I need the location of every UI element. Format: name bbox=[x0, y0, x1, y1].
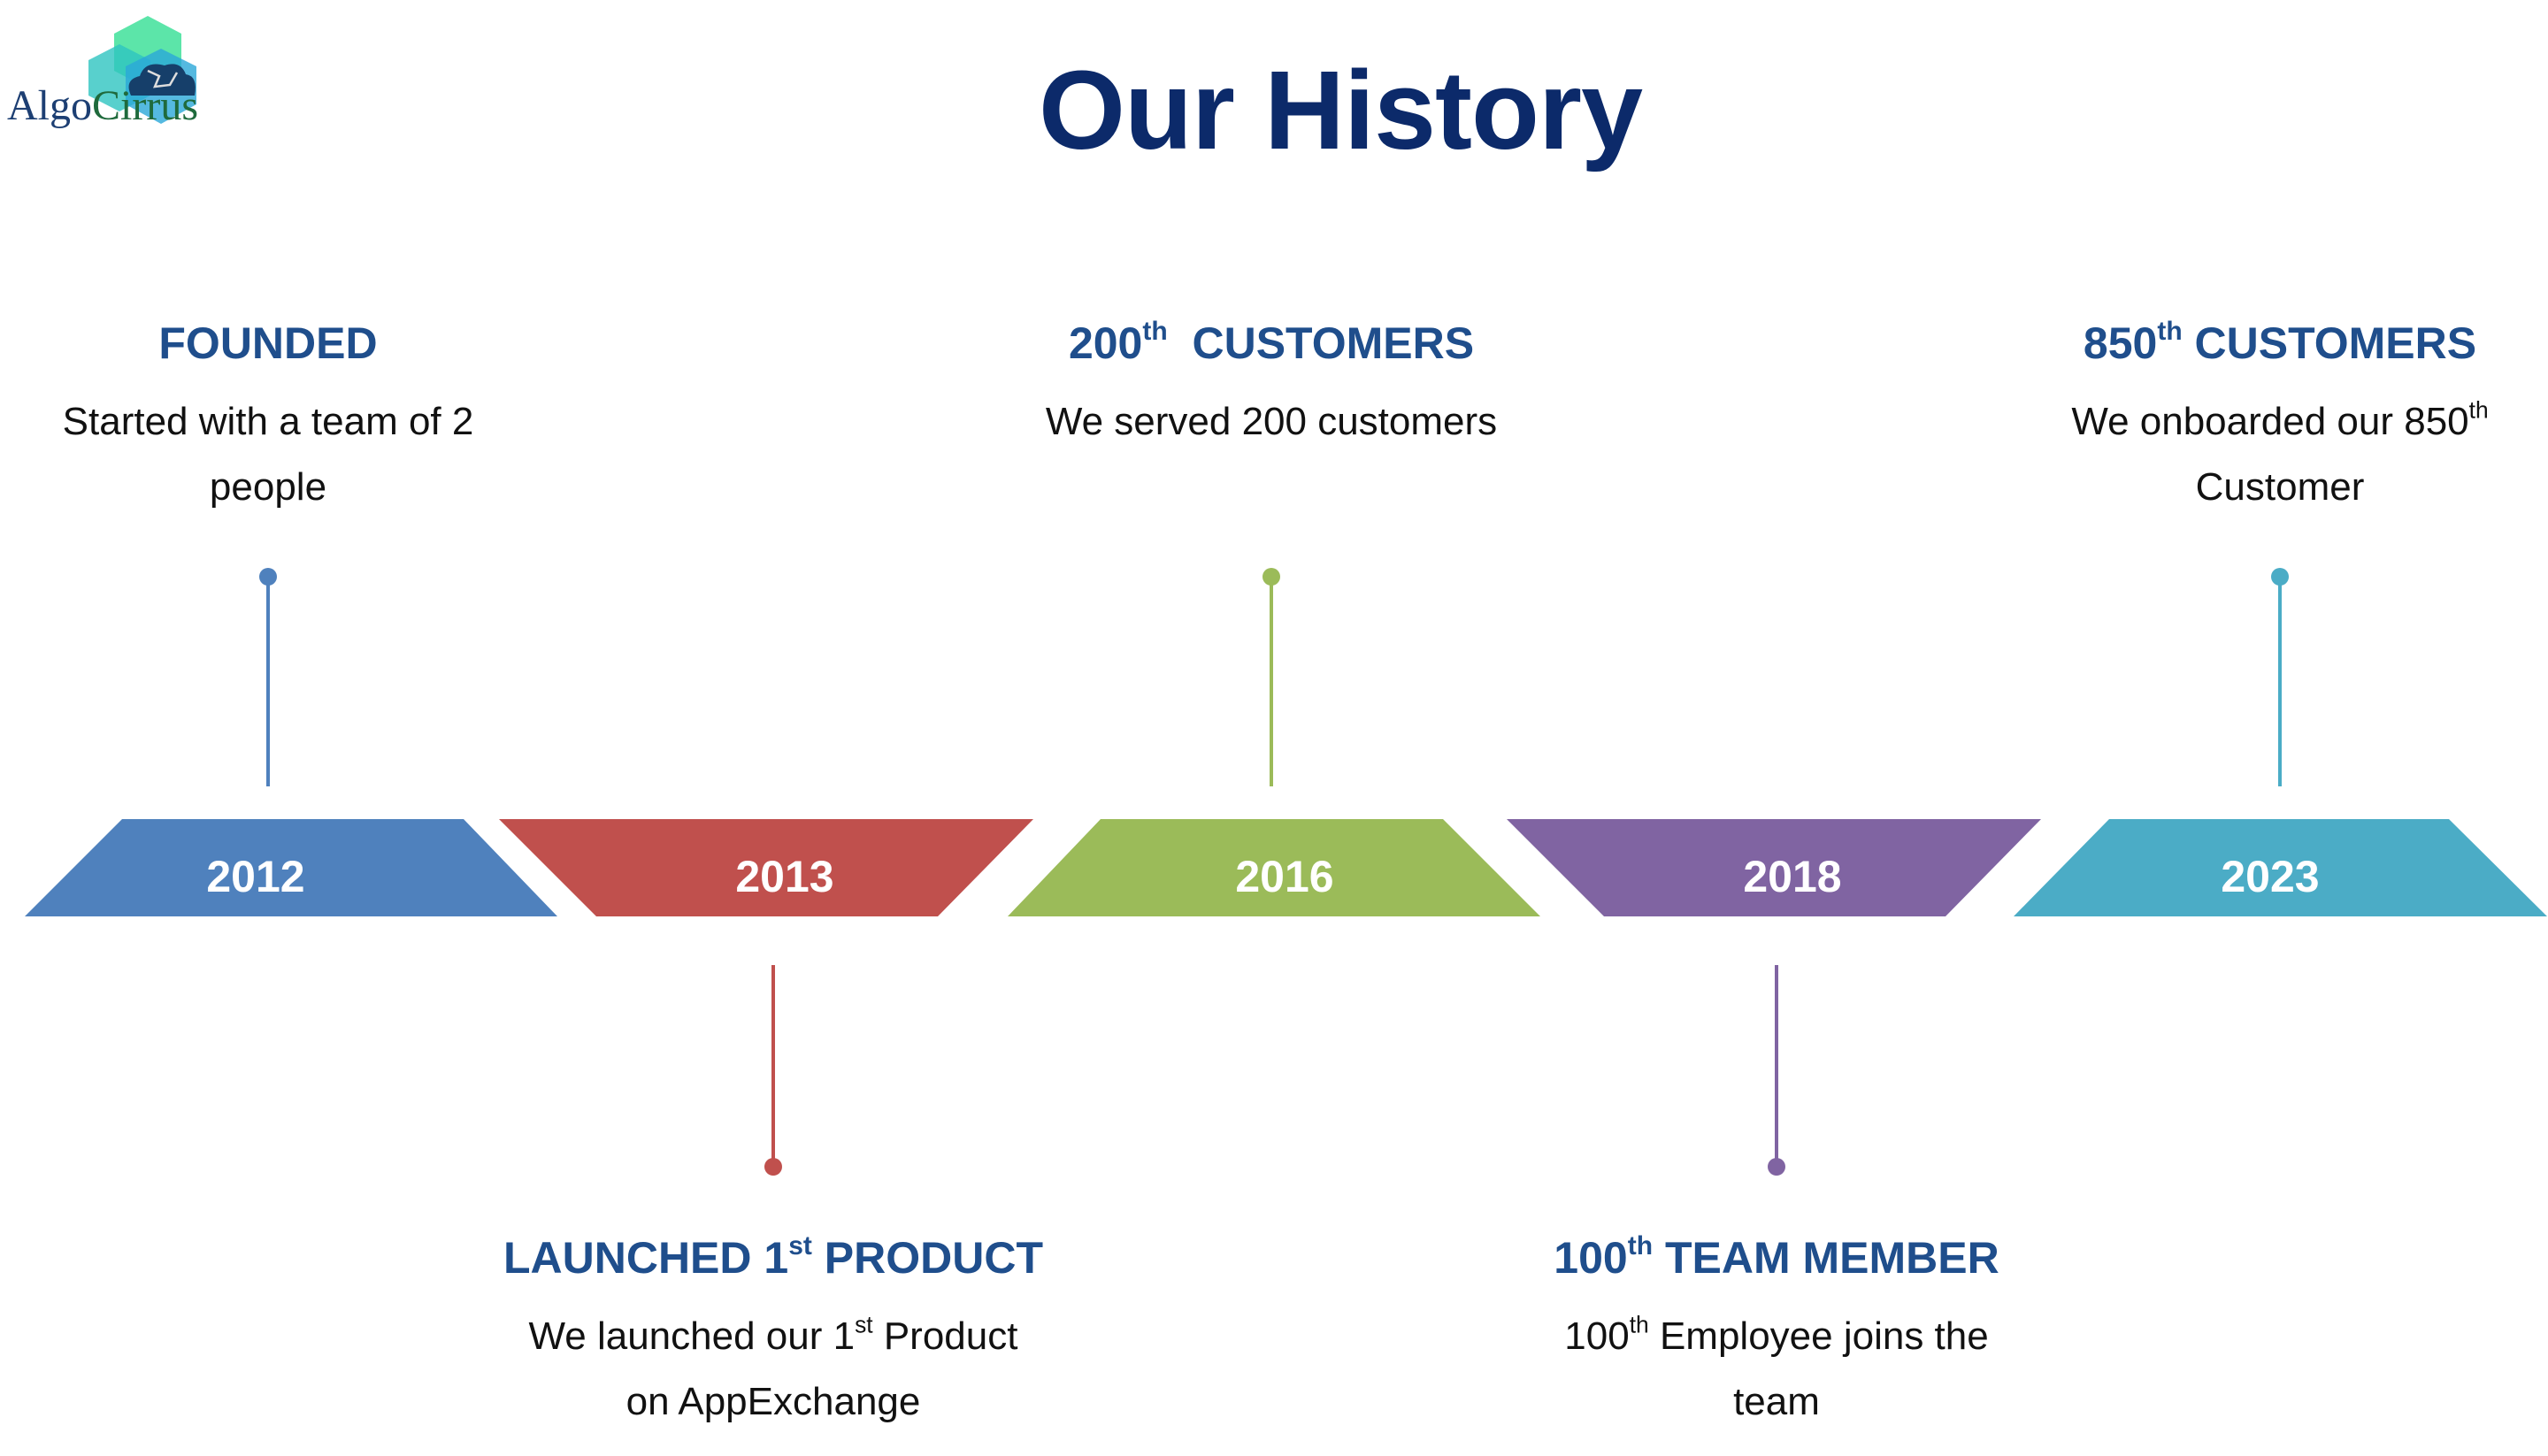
year-label-2023: 2023 bbox=[2221, 852, 2320, 901]
heading-sup: th bbox=[1627, 1231, 1654, 1261]
desc-text: people bbox=[209, 465, 327, 509]
heading-text: PRODUCT bbox=[811, 1233, 1044, 1283]
year-label-2016: 2016 bbox=[1235, 852, 1334, 901]
event-description: We launched our 1st Product on AppExchang… bbox=[464, 1304, 1083, 1435]
event-founded: FOUNDED Started with a team of 2 people bbox=[0, 317, 578, 520]
heading-text: LAUNCHED 1 bbox=[503, 1233, 789, 1283]
heading-sup: st bbox=[788, 1231, 812, 1261]
event-heading: 200th CUSTOMERS bbox=[962, 317, 1581, 370]
logo: AlgoCirrus bbox=[0, 0, 212, 142]
pin-2018 bbox=[1768, 965, 1785, 1176]
pin-2013 bbox=[764, 965, 782, 1176]
pin-2012 bbox=[259, 568, 277, 786]
pin-2016 bbox=[1262, 568, 1280, 786]
event-description: Started with a team of 2 people bbox=[0, 389, 578, 520]
logo-text-algo: Algo bbox=[7, 82, 92, 129]
year-band-2012 bbox=[25, 819, 557, 916]
event-heading: LAUNCHED 1st PRODUCT bbox=[464, 1231, 1083, 1284]
event-launched-product: LAUNCHED 1st PRODUCT We launched our 1st… bbox=[464, 1231, 1083, 1435]
heading-text: CUSTOMERS bbox=[2182, 318, 2477, 368]
event-heading: 850th CUSTOMERS bbox=[1970, 317, 2548, 370]
event-description: 100th Employee joins the team bbox=[1467, 1304, 2086, 1435]
event-200-customers: 200th CUSTOMERS We served 200 customers bbox=[962, 317, 1581, 455]
year-band-2023 bbox=[2014, 819, 2547, 916]
heading-text: 200 bbox=[1068, 318, 1143, 368]
event-heading: 100th TEAM MEMBER bbox=[1467, 1231, 2086, 1284]
year-label-2012: 2012 bbox=[206, 852, 305, 901]
year-band-2016 bbox=[1008, 819, 1540, 916]
year-label-2013: 2013 bbox=[735, 852, 834, 901]
year-label-2018: 2018 bbox=[1743, 852, 1842, 901]
desc-sup: st bbox=[855, 1311, 873, 1338]
desc-text: 100 bbox=[1564, 1314, 1630, 1358]
heading-text: FOUNDED bbox=[158, 318, 378, 368]
logo-text: AlgoCirrus bbox=[7, 81, 198, 130]
desc-text: We launched our 1 bbox=[528, 1314, 856, 1358]
heading-text: CUSTOMERS bbox=[1167, 318, 1475, 368]
heading-text: TEAM MEMBER bbox=[1653, 1233, 1999, 1283]
desc-text: team bbox=[1733, 1380, 1820, 1423]
heading-sup: th bbox=[1142, 317, 1168, 346]
event-heading: FOUNDED bbox=[0, 317, 578, 370]
desc-text: on AppExchange bbox=[625, 1380, 921, 1423]
logo-text-cirrus: Cirrus bbox=[92, 82, 198, 129]
desc-sup: th bbox=[1629, 1311, 1649, 1338]
desc-sup: th bbox=[2468, 396, 2489, 424]
desc-text: We served 200 customers bbox=[1045, 400, 1498, 443]
heading-text: 850 bbox=[2083, 318, 2158, 368]
desc-text: Employee joins the bbox=[1648, 1314, 1989, 1358]
page-title: Our History bbox=[1038, 48, 1643, 172]
heading-text: 100 bbox=[1554, 1233, 1628, 1283]
logo-hexagons-icon bbox=[88, 16, 196, 124]
heading-sup: th bbox=[2157, 317, 2183, 346]
desc-text: Customer bbox=[2195, 465, 2365, 509]
desc-text: Product bbox=[872, 1314, 1018, 1358]
desc-text: Started with a team of 2 bbox=[62, 400, 474, 443]
year-band-2013 bbox=[499, 819, 1033, 916]
event-100-team-member: 100th TEAM MEMBER 100th Employee joins t… bbox=[1467, 1231, 2086, 1435]
pin-2023 bbox=[2271, 568, 2289, 786]
year-band-2018 bbox=[1507, 819, 2041, 916]
event-description: We served 200 customers bbox=[962, 389, 1581, 455]
desc-text: We onboarded our 850 bbox=[2071, 400, 2469, 443]
